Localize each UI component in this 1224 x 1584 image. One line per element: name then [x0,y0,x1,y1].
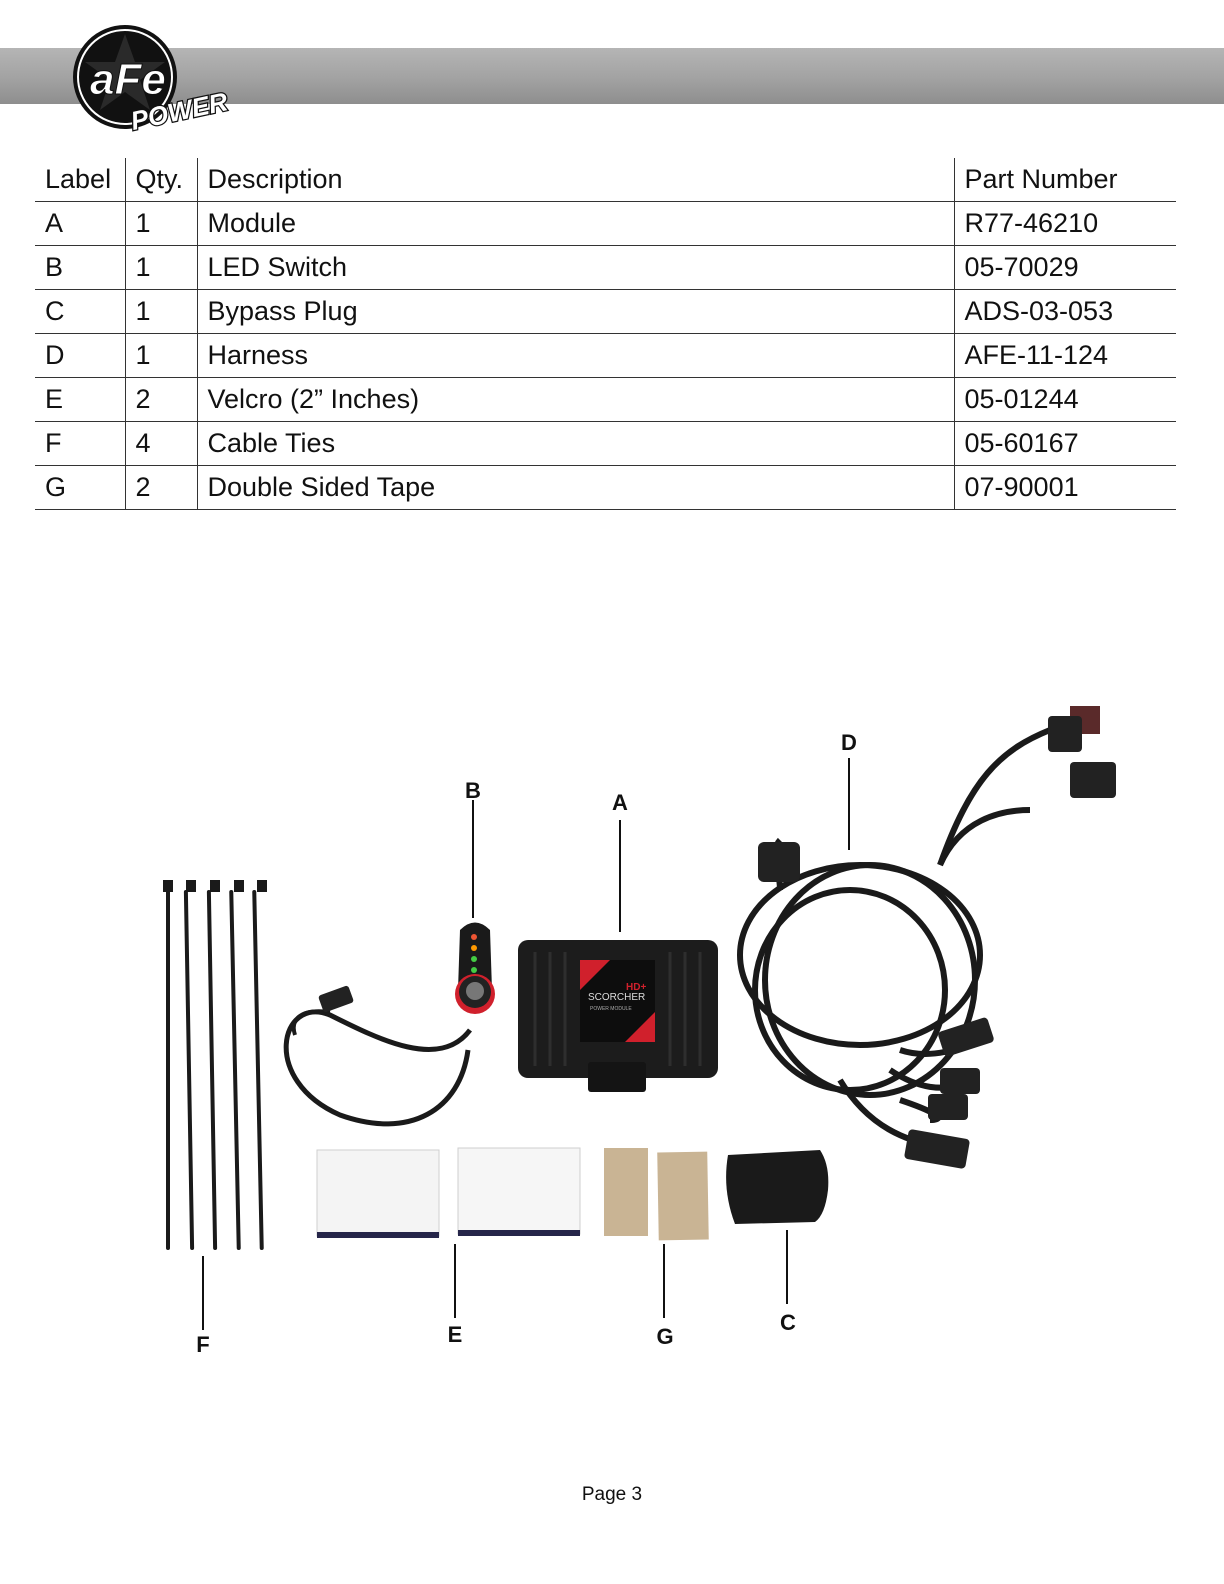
table-header-row: Label Qty. Description Part Number [35,158,1176,202]
cell-part-number: 07-90001 [953,465,1176,510]
svg-text:SCORCHER: SCORCHER [588,992,645,1003]
cell-part-number: 05-70029 [953,245,1176,290]
cell-label: C [35,289,125,334]
led-switch-illustration [283,922,495,1127]
header-part-number: Part Number [953,158,1176,202]
callout-e: E [448,1322,463,1347]
cell-description: Module [196,201,954,246]
cell-qty: 1 [124,245,197,290]
table-row: G 2 Double Sided Tape 07-90001 [35,465,1176,510]
cell-description: Harness [196,333,954,378]
cell-description: Velcro (2” Inches) [196,377,954,422]
callout-b: B [465,778,481,803]
cell-label: F [35,421,125,466]
harness-illustration [737,727,1052,1148]
cell-label: A [35,201,125,246]
cell-description: Cable Ties [196,421,954,466]
velcro-illustration [316,1147,581,1238]
cell-part-number: 05-60167 [953,421,1176,466]
harness-connectors [758,706,1116,1169]
kit-components-figure: SCORCHER HD+ POWER MODULE [163,706,1116,1357]
afe-power-logo: aFe POWER [73,25,232,134]
cell-qty: 1 [124,201,197,246]
svg-text:aFe: aFe [90,55,166,104]
header-description: Description [196,158,954,202]
cell-qty: 2 [124,465,197,510]
parts-table: Label Qty. Description Part Number A 1 M… [35,158,1176,510]
bypass-plug-illustration [726,1150,829,1224]
callout-lines [202,758,850,1330]
cell-label: B [35,245,125,290]
table-row: D 1 Harness AFE-11-124 [35,333,1176,378]
cell-description: Double Sided Tape [196,465,954,510]
table-row: E 2 Velcro (2” Inches) 05-01244 [35,377,1176,422]
callout-g: G [656,1324,673,1349]
double-sided-tape-illustration [604,1148,709,1241]
cell-qty: 1 [124,333,197,378]
table-row: F 4 Cable Ties 05-60167 [35,421,1176,466]
svg-text:POWER MODULE: POWER MODULE [590,1006,632,1012]
table-row: C 1 Bypass Plug ADS-03-053 [35,289,1176,334]
header-label: Label [35,158,125,202]
cell-qty: 4 [124,421,197,466]
table-row: B 1 LED Switch 05-70029 [35,245,1176,290]
header-qty: Qty. [124,158,197,202]
page-number: Page 3 [581,1484,643,1505]
cell-part-number: 05-01244 [953,377,1176,422]
cell-description: LED Switch [196,245,954,290]
cell-label: D [35,333,125,378]
cell-qty: 2 [124,377,197,422]
cell-qty: 1 [124,289,197,334]
cell-part-number: R77-46210 [953,201,1176,246]
cell-part-number: ADS-03-053 [953,289,1176,334]
callout-a: A [612,790,628,815]
cable-ties-illustration [163,880,267,1250]
cell-label: G [35,465,125,510]
callout-c: C [780,1310,796,1335]
callout-f: F [196,1332,209,1357]
cell-label: E [35,377,125,422]
header-bar [0,48,1224,104]
cell-description: Bypass Plug [196,289,954,334]
svg-text:HD+: HD+ [626,982,646,993]
table-row: A 1 Module R77-46210 [35,201,1176,246]
cell-part-number: AFE-11-124 [953,333,1176,378]
callout-d: D [841,730,857,755]
scorcher-module-illustration: SCORCHER HD+ POWER MODULE [518,940,718,1092]
